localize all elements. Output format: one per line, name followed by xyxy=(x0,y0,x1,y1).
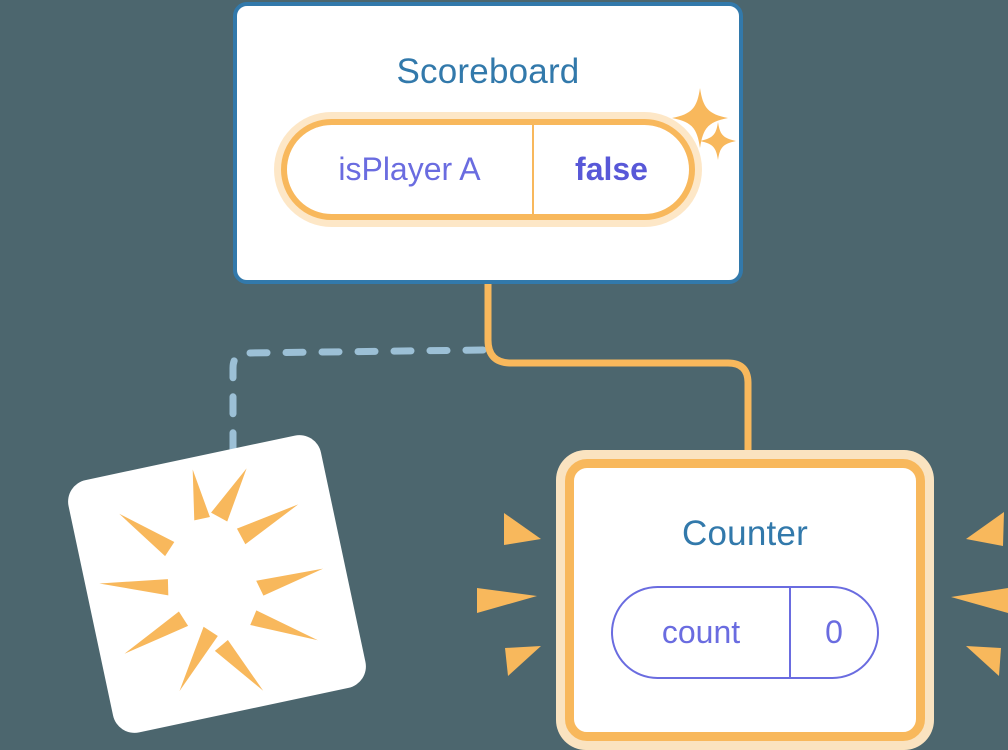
counter-state-key: count xyxy=(613,588,791,677)
counter-title: Counter xyxy=(682,514,808,553)
sparkle-small-icon xyxy=(700,122,736,160)
blank-card-burst-icon xyxy=(99,468,324,692)
counter-pill-wrap: count 0 xyxy=(574,586,916,679)
scoreboard-state-key: isPlayer A xyxy=(287,125,534,214)
counter-state-value: 0 xyxy=(825,614,843,650)
counter-card[interactable]: Counter count 0 xyxy=(556,450,934,750)
scoreboard-state-value: false xyxy=(575,151,648,187)
scoreboard-pill-wrap: isPlayer A false xyxy=(237,119,739,220)
scoreboard-title: Scoreboard xyxy=(396,52,580,91)
scoreboard-state-pill[interactable]: isPlayer A false xyxy=(281,119,695,220)
scoreboard-card[interactable]: Scoreboard isPlayer A false xyxy=(233,2,743,284)
counter-state-pill[interactable]: count 0 xyxy=(611,586,879,679)
blank-card[interactable] xyxy=(63,430,371,738)
sparkle-large-icon xyxy=(672,88,728,148)
counter-card-inner: Counter count 0 xyxy=(565,459,925,741)
